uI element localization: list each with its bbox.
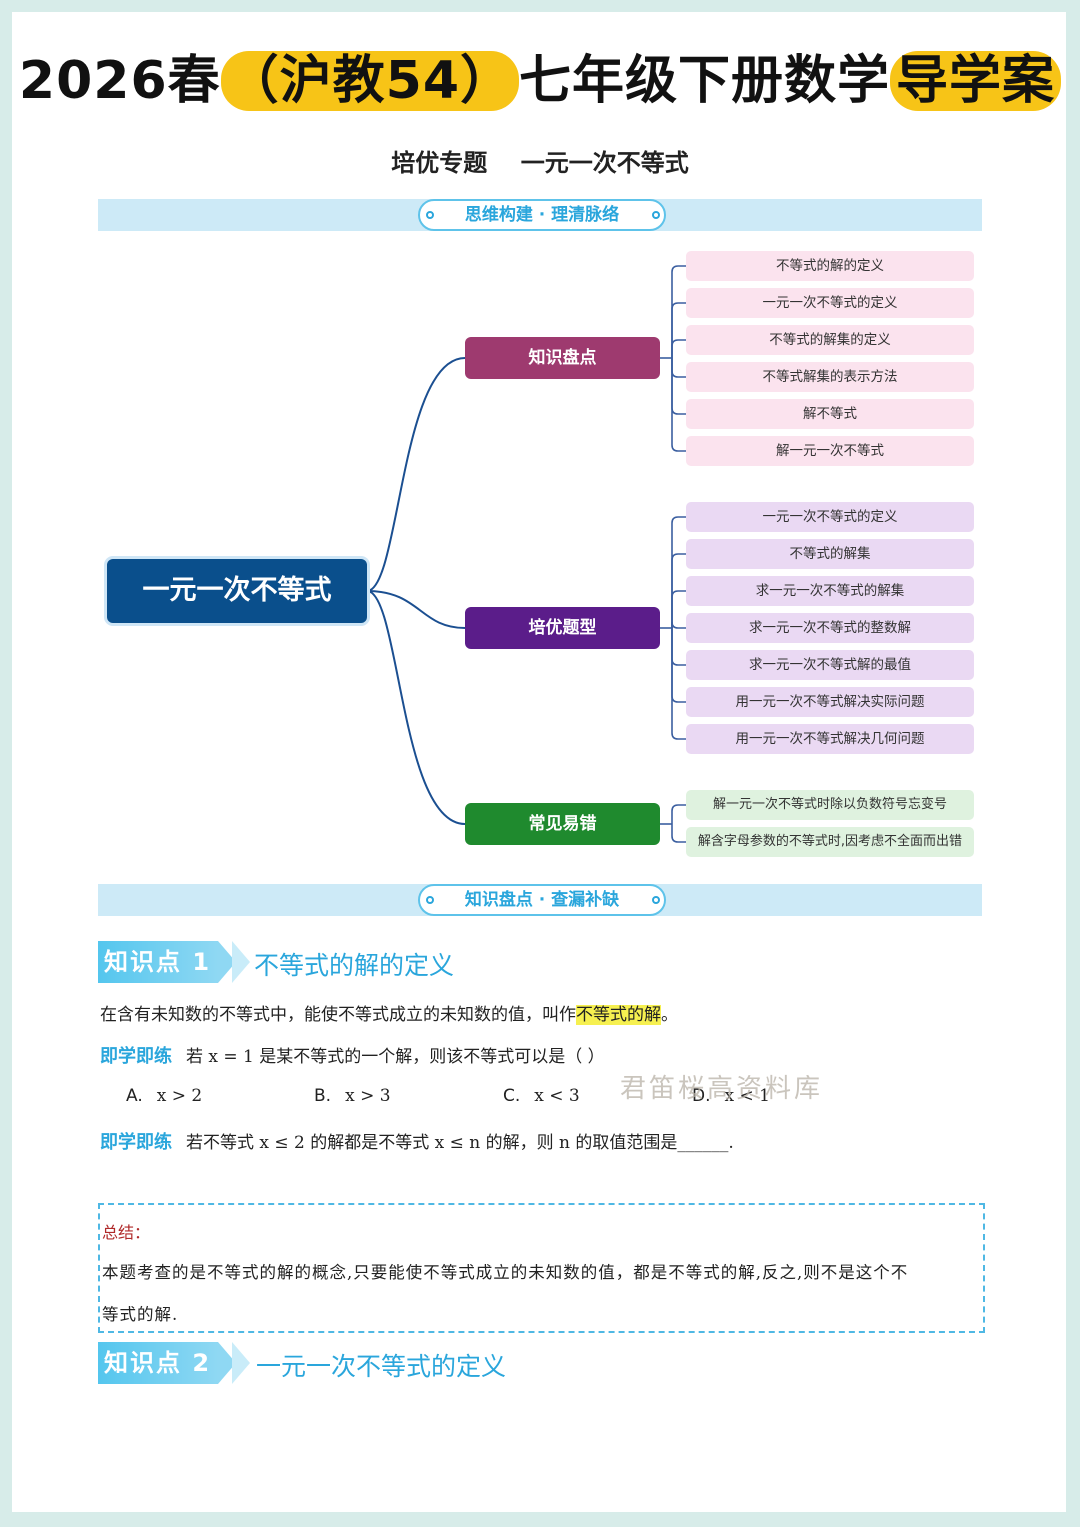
connector-line [672,266,686,358]
connector-line [672,622,686,628]
summary-label: 总结： [102,1219,150,1243]
connector-line [672,628,686,665]
leaf-item: 求一元一次不等式解的最值 [686,650,974,680]
practice-label: 即学即练 [100,1046,172,1067]
leaf-item: 一元一次不等式的定义 [686,288,974,318]
section-band-2-label: 知识盘点 · 查漏补缺 [418,884,666,916]
leaf-item: 解不等式 [686,399,974,429]
leaf-item: 不等式解集的表示方法 [686,362,974,392]
kp1-title: 不等式的解的定义 [254,946,454,982]
leaf-item: 不等式的解集 [686,539,974,569]
connector-line [672,358,686,414]
connector-line [672,303,686,358]
branch-common-errors: 常见易错 [465,803,660,845]
practice-question-2: 即学即练若不等式 x ≤ 2 的解都是不等式 x ≤ n 的解，则 n 的取值范… [100,1128,734,1154]
leaf-item: 解一元一次不等式时除以负数符号忘变号 [686,790,974,820]
kp1-definition: 在含有未知数的不等式中，能使不等式成立的未知数的值，叫作不等式的解。 [100,1000,678,1025]
connector-line [672,517,686,628]
watermark: 君笛桜高资料库 [620,1068,823,1105]
connector-line [672,805,686,824]
summary-line-1: 本题考查的是不等式的解的概念,只要能使不等式成立的未知数的值，都是不等式的解,反… [102,1259,908,1283]
practice-question-1: 即学即练若 x = 1 是某不等式的一个解，则该不等式可以是（ ） [100,1042,605,1068]
option-c: C.x < 3 [503,1086,580,1106]
chevron-right-icon [232,941,250,983]
leaf-item: 用一元一次不等式解决几何问题 [686,724,974,754]
connector-line [672,340,686,358]
leaf-item: 不等式的解集的定义 [686,325,974,355]
connector-line [672,591,686,628]
kp1-tag: 知识点 1 [98,941,218,983]
branch-advanced-types: 培优题型 [465,607,660,649]
option-a: A.x > 2 [126,1086,202,1106]
chevron-right-icon [232,1342,250,1384]
leaf-item: 不等式的解的定义 [686,251,974,281]
option-b: B.x > 3 [314,1086,391,1106]
leaf-item: 解一元一次不等式 [686,436,974,466]
dot-icon [652,896,660,904]
leaf-item: 求一元一次不等式的整数解 [686,613,974,643]
leaf-item: 解含字母参数的不等式时,因考虑不全面而出错 [686,827,974,857]
connector-line [672,358,686,451]
summary-line-2: 等式的解. [102,1301,178,1325]
leaf-item: 一元一次不等式的定义 [686,502,974,532]
connector-line [672,824,686,842]
connector-line [672,628,686,739]
leaf-item: 求一元一次不等式的解集 [686,576,974,606]
dot-icon [426,896,434,904]
kp2-title: 一元一次不等式的定义 [256,1347,506,1383]
branch-knowledge: 知识盘点 [465,337,660,379]
leaf-item: 用一元一次不等式解决实际问题 [686,687,974,717]
highlighted-term: 不等式的解 [576,1005,661,1025]
connector-line [672,358,686,377]
practice-label: 即学即练 [100,1132,172,1153]
mindmap-root: 一元一次不等式 [107,559,367,623]
kp2-tag: 知识点 2 [98,1342,218,1384]
